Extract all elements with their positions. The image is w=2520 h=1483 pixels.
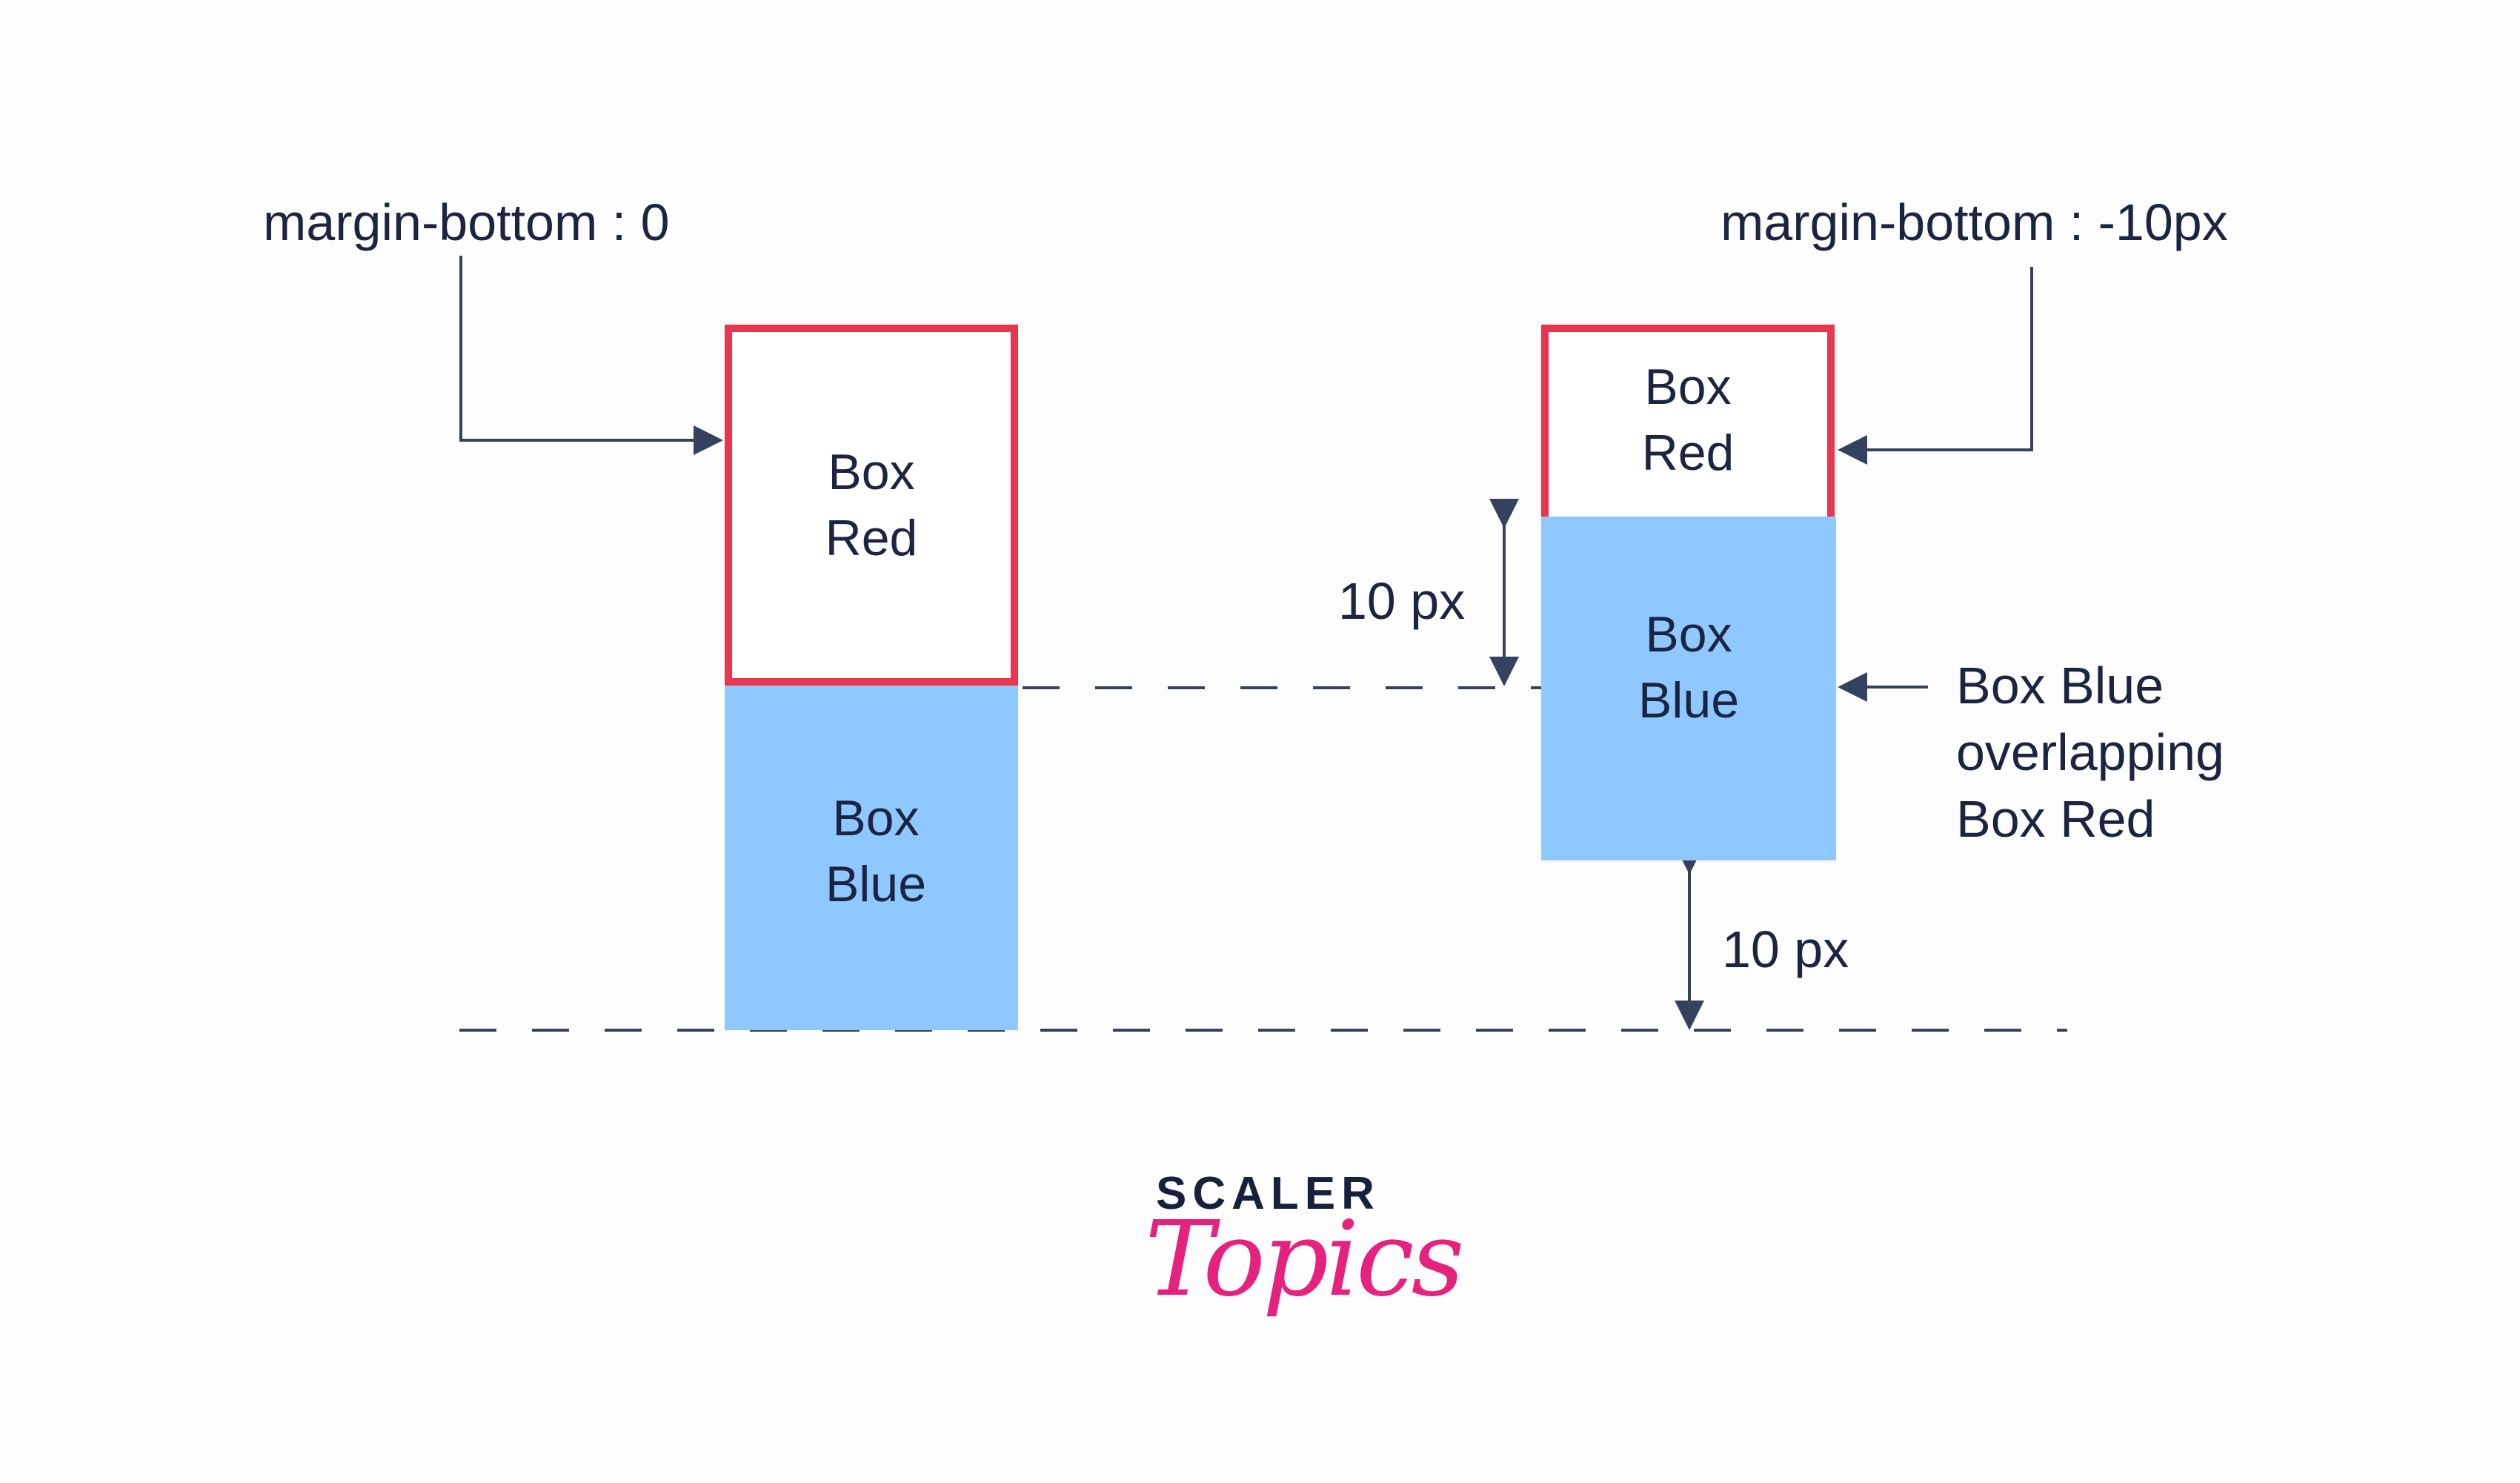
right-box-red: Box Red (1541, 325, 1835, 525)
bottom-gap-label: 10 px (1722, 920, 1849, 978)
left-box-blue-label: Box Blue (825, 790, 927, 912)
left-box-blue: Box Blue (725, 686, 1018, 1030)
right-box-blue-label: Box Blue (1638, 606, 1740, 729)
logo-wordmark-top: SCALER (1156, 1168, 1380, 1219)
right-box-blue: Box Blue (1541, 517, 1836, 860)
right-margin-label: margin-bottom : -10px (1721, 193, 2228, 251)
overlap-note-label: Box Blue overlapping Box Red (1956, 657, 2224, 848)
left-box-red: Box Red (725, 325, 1018, 686)
left-box-red-label: Box Red (825, 444, 918, 566)
left-annotation-arrow (459, 256, 723, 455)
right-annotation-arrow (1838, 267, 2033, 465)
left-margin-label: margin-bottom : 0 (263, 193, 670, 251)
overlap-offset-label: 10 px (1338, 572, 1466, 630)
right-box-red-label: Box Red (1641, 359, 1735, 481)
logo-wordmark-bottom: Topics (1145, 1199, 1464, 1320)
